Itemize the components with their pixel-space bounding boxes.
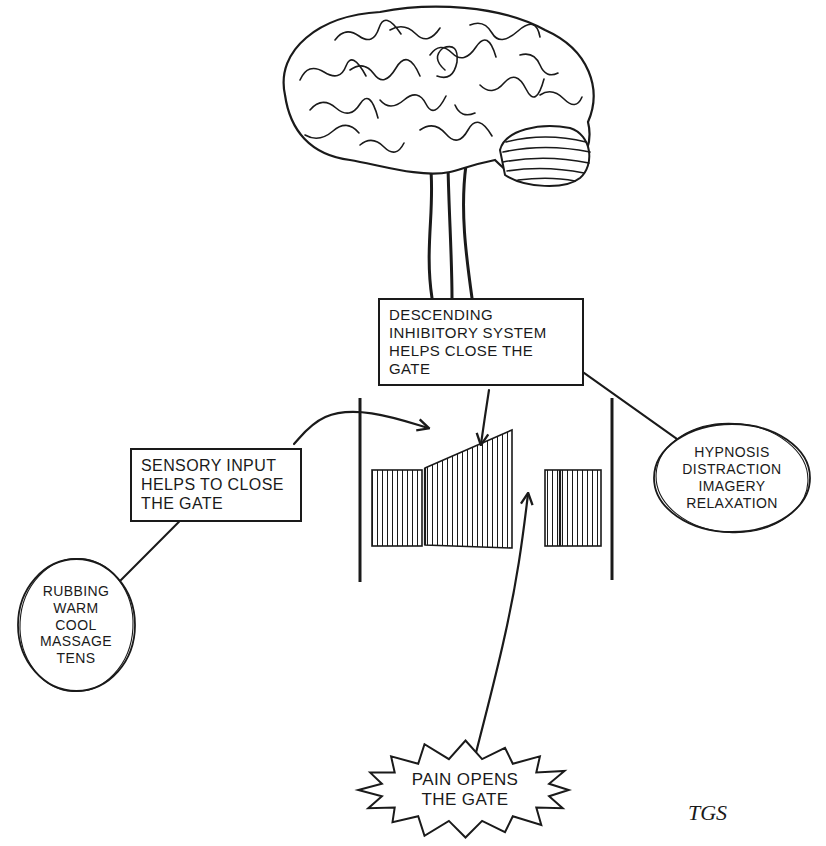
node-text: DESCENDING INHIBITORY SYSTEM HELPS CLOSE… — [389, 306, 573, 378]
spinal-cord — [429, 160, 472, 298]
gate-arrow — [481, 390, 489, 444]
brain-drawing — [284, 7, 594, 186]
process-box: SENSORY INPUT HELPS TO CLOSE THE GATE — [130, 448, 302, 522]
callout-circle: HYPNOSIS DISTRACTION IMAGERY RELAXATION — [652, 422, 812, 534]
ellipse-outline — [654, 424, 810, 532]
node-text: HYPNOSIS DISTRACTION IMAGERY RELAXATION — [682, 444, 781, 511]
ellipse-outline — [16, 556, 136, 695]
process-box: DESCENDING INHIBITORY SYSTEM HELPS CLOSE… — [378, 298, 584, 386]
node-text: RUBBING WARM COOL MASSAGE TENS — [40, 583, 112, 667]
gate-drawing — [360, 398, 612, 582]
pain-starburst: PAIN OPENS THE GATE — [356, 738, 575, 842]
gate-arrows — [294, 390, 528, 756]
node-text: PAIN OPENS THE GATE — [409, 770, 521, 811]
starburst-outline — [358, 741, 568, 838]
gate-arrow — [294, 412, 428, 444]
gate-arrow — [475, 494, 528, 756]
node-text: SENSORY INPUT HELPS TO CLOSE THE GATE — [141, 456, 291, 514]
connector-line — [120, 522, 180, 582]
ellipse-outline — [653, 420, 810, 537]
callout-circle: RUBBING WARM COOL MASSAGE TENS — [16, 557, 137, 693]
signature: TGS — [688, 800, 727, 826]
connector-line — [584, 373, 678, 439]
